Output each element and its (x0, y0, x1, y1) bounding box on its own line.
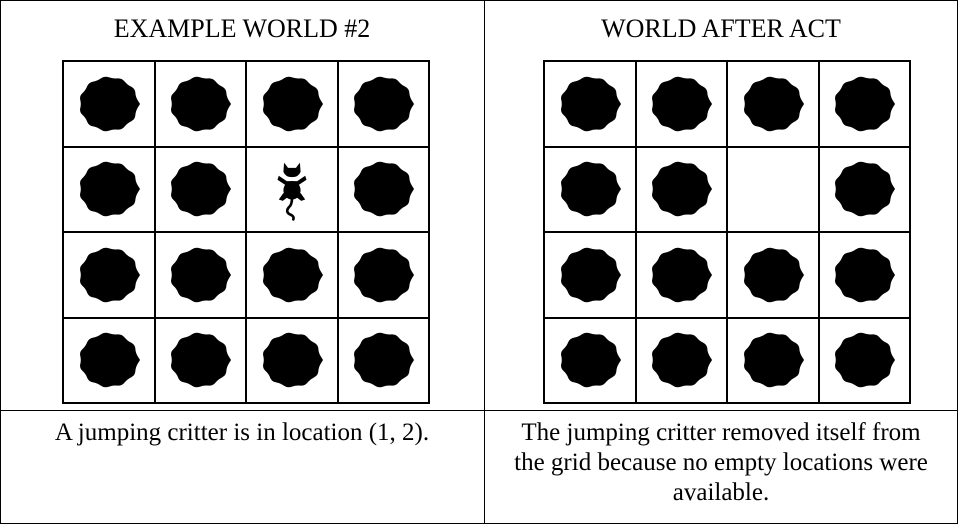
grid-cell (636, 318, 726, 402)
rock-icon (831, 242, 897, 308)
rock-icon (557, 71, 623, 137)
grid-cell (64, 318, 154, 402)
panel-caption-left: A jumping critter is in location (1, 2). (54, 419, 430, 446)
grid-cell (64, 62, 154, 146)
rock-icon (76, 242, 142, 308)
rock-icon (167, 156, 233, 222)
grid-cell (636, 147, 726, 231)
grid-cell (819, 233, 909, 317)
rock-icon (740, 327, 806, 393)
rock-icon (740, 242, 806, 308)
grid-cell (728, 233, 818, 317)
grid-cell (545, 147, 635, 231)
rock-icon (648, 242, 714, 308)
rock-icon (648, 71, 714, 137)
grid-cell (155, 318, 245, 402)
rock-icon (740, 71, 806, 137)
grid-cell (545, 318, 635, 402)
rock-icon (831, 156, 897, 222)
table-divider (0, 410, 958, 411)
critter-icon (259, 156, 325, 222)
rock-icon (648, 156, 714, 222)
grid-cell (819, 318, 909, 402)
grid-cell (247, 233, 337, 317)
rock-icon (76, 71, 142, 137)
rock-icon (557, 156, 623, 222)
rock-icon (76, 327, 142, 393)
grid-cell (636, 62, 726, 146)
grid-cell (636, 233, 726, 317)
table-column-divider (484, 0, 485, 524)
rock-icon (167, 71, 233, 137)
grid-cell (545, 62, 635, 146)
grid-cell (819, 147, 909, 231)
rock-icon (350, 242, 416, 308)
grid-cell (728, 62, 818, 146)
rock-icon (350, 327, 416, 393)
rock-icon (167, 242, 233, 308)
rock-icon (557, 327, 623, 393)
rock-icon (259, 71, 325, 137)
grid-cell (728, 147, 818, 231)
grid-cell (545, 233, 635, 317)
rock-icon (350, 71, 416, 137)
rock-icon (76, 156, 142, 222)
panel-caption-right: The jumping critter removed itself from … (514, 419, 928, 506)
rock-icon (557, 242, 623, 308)
panel-title-left: EXAMPLE WORLD #2 (113, 14, 371, 43)
rock-icon (350, 156, 416, 222)
grid-cell (338, 62, 428, 146)
rock-icon (831, 71, 897, 137)
grid-cell (155, 62, 245, 146)
grid-left (62, 60, 430, 404)
panel-title-right: WORLD AFTER ACT (601, 14, 841, 43)
grid-cell (728, 318, 818, 402)
grid-cell (64, 147, 154, 231)
table-border-top (0, 0, 958, 1)
grid-cell (338, 318, 428, 402)
rock-icon (259, 327, 325, 393)
grid-right (543, 60, 911, 404)
grid-cell (247, 318, 337, 402)
grid-cell (155, 147, 245, 231)
rock-icon (648, 327, 714, 393)
grid-cell (338, 233, 428, 317)
grid-cell (819, 62, 909, 146)
grid-cell (155, 233, 245, 317)
grid-cell (247, 147, 337, 231)
rock-icon (259, 242, 325, 308)
grid-cell (338, 147, 428, 231)
rock-icon (831, 327, 897, 393)
table-border-left (0, 0, 1, 524)
rock-icon (167, 327, 233, 393)
grid-cell (247, 62, 337, 146)
grid-cell (64, 233, 154, 317)
